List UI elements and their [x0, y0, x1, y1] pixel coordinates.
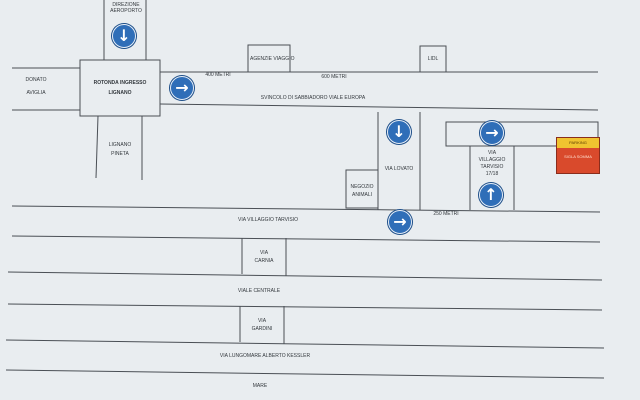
label-mare: MARE: [252, 383, 268, 389]
label-animali: ANIMALI: [351, 192, 372, 198]
label-lignano: LIGNANO: [108, 142, 132, 148]
label-negozio: NEGOZIO: [350, 184, 374, 190]
arrow-right-icon: →: [170, 76, 194, 100]
road-line: [7, 303, 603, 311]
arrow-right-icon: →: [480, 121, 504, 145]
right-block: [445, 121, 599, 147]
label-via-gardini-2: GARDINI: [251, 326, 273, 332]
label-viale-europa: SVINCOLO DI SABBIADORO VIALE EUROPA: [260, 95, 366, 101]
arrow-down-icon: ↓: [387, 120, 411, 144]
road-line: [11, 235, 601, 243]
label-via-carnia-1: VIA: [259, 250, 269, 256]
negozio-box: [345, 169, 379, 209]
label-1718: 17/18: [485, 171, 499, 177]
label-aviglia: AVIGLIA: [26, 90, 46, 96]
rotonda-box: [79, 59, 161, 117]
label-via-lovato: VIA LOVATO: [384, 166, 414, 172]
road-line: [7, 271, 603, 281]
label-rotonda-2: LIGNANO: [108, 90, 132, 96]
label-400-metri: 400 METRI: [205, 72, 231, 78]
label-600-metri: 600 METRI: [321, 74, 347, 80]
label-tarvisio: TARVISIO: [480, 164, 504, 170]
arrow-right-icon: →: [388, 210, 412, 234]
road-line: [5, 339, 605, 349]
label-via-carnia-2: CARNIA: [254, 258, 274, 264]
road-line: [159, 103, 599, 111]
arrow-down-icon: ↓: [112, 24, 136, 48]
parking-label: PARKING: [557, 138, 599, 148]
label-donato: DONATO: [25, 77, 47, 83]
label-via-villaggio-tarvisio: VIA VILLAGGIO TARVISIO: [237, 217, 299, 223]
parking-sign: PARKING SIGLA SOMMA: [556, 137, 600, 174]
label-agenzie: AGENZIE VIAGGIO: [250, 56, 295, 62]
label-viale-centrale: VIALE CENTRALE: [237, 288, 281, 294]
label-via-gardini-1: VIA: [257, 318, 267, 324]
label-250-metri: 250 METRI: [433, 211, 459, 217]
label-lungomare: VIA LUNGOMARE ALBERTO KESSLER: [219, 353, 311, 359]
label-rotonda-1: ROTONDA INGRESSO: [93, 80, 147, 86]
road-line: [95, 115, 99, 179]
label-lidl: LIDL: [427, 56, 439, 62]
road-line: [5, 369, 605, 379]
label-pineta: PINETA: [111, 151, 129, 157]
road-line: [11, 205, 601, 213]
label-villaggio: VILLAGGIO: [478, 157, 506, 163]
lidl-box: [419, 45, 447, 73]
arrow-up-icon: ↑: [479, 183, 503, 207]
label-direzione-aeroporto: DIREZIONE AEROPORTO: [110, 2, 142, 14]
parking-sub-label: SIGLA SOMMA: [557, 148, 599, 173]
agenzie-box: [247, 44, 291, 73]
label-via: VIA: [487, 150, 497, 156]
